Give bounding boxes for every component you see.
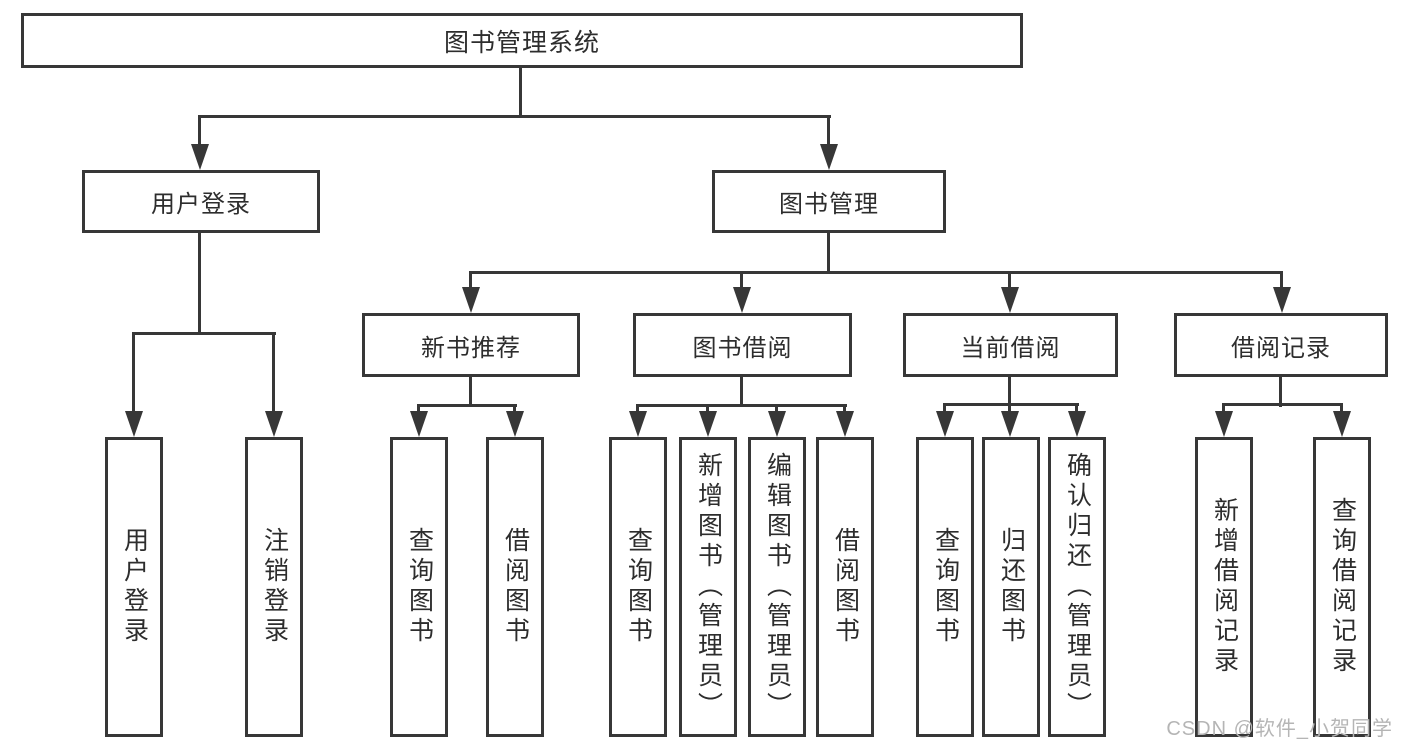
connector-line [740, 271, 743, 289]
watermark: CSDN @软件_小贺同学 [1166, 718, 1393, 740]
connector-line [943, 403, 1079, 406]
leaf-query-books-current: 查询图书 [916, 437, 974, 737]
connector-line [198, 233, 201, 335]
connector-line [1222, 403, 1225, 413]
arrow-down-icon [1215, 411, 1233, 437]
arrow-down-icon [820, 144, 838, 170]
arrow-down-icon [836, 411, 854, 437]
node-book-borrowing: 图书借阅 [633, 313, 852, 377]
arrow-down-icon [1001, 411, 1019, 437]
arrow-down-icon [1273, 287, 1291, 313]
leaf-add-borrow-record: 新增借阅记录 [1195, 437, 1253, 737]
leaf-query-books-recommend-label: 查询图书 [405, 527, 434, 647]
leaf-logout: 注销登录 [245, 437, 303, 737]
node-new-book-recommend-label: 新书推荐 [421, 334, 521, 362]
node-new-book-recommend: 新书推荐 [362, 313, 580, 377]
connector-line [827, 233, 830, 274]
connector-line [1340, 403, 1343, 413]
connector-line [417, 404, 420, 414]
leaf-query-books-current-label: 查询图书 [931, 527, 960, 647]
arrow-down-icon [768, 411, 786, 437]
connector-line [1008, 377, 1011, 407]
connector-line [1279, 377, 1282, 407]
node-root-label: 图书管理系统 [443, 28, 600, 57]
connector-line [519, 68, 522, 115]
leaf-borrow-books-recommend-label: 借阅图书 [501, 527, 530, 647]
node-current-borrowing-label: 当前借阅 [960, 334, 1061, 362]
connector-line [1222, 403, 1343, 406]
leaf-borrow-books-recommend: 借阅图书 [486, 437, 544, 737]
connector-line [1008, 403, 1011, 413]
leaf-query-books-recommend: 查询图书 [390, 437, 448, 737]
arrow-down-icon [629, 411, 647, 437]
node-user-login-label: 用户登录 [151, 191, 251, 218]
leaf-query-books-borrowing-label: 查询图书 [624, 527, 653, 647]
connector-line [775, 404, 778, 414]
leaf-logout-label: 注销登录 [260, 527, 289, 647]
arrow-down-icon [699, 411, 717, 437]
connector-line [740, 377, 743, 407]
node-root: 图书管理系统 [21, 13, 1023, 68]
connector-line [132, 332, 135, 413]
connector-line [469, 271, 1283, 274]
node-book-management-label: 图书管理 [779, 191, 879, 218]
connector-line [469, 377, 472, 407]
arrow-down-icon [125, 411, 143, 437]
connector-line [417, 404, 517, 407]
arrow-down-icon [462, 287, 480, 313]
arrow-down-icon [410, 411, 428, 437]
connector-line [1008, 271, 1011, 289]
arrow-down-icon [265, 411, 283, 437]
leaf-user-login-label: 用户登录 [120, 527, 149, 647]
connector-line [706, 404, 709, 414]
arrow-down-icon [1068, 411, 1086, 437]
connector-line [843, 404, 846, 414]
node-borrow-records-label: 借阅记录 [1231, 334, 1331, 362]
connector-line [272, 332, 275, 413]
node-book-borrowing-label: 图书借阅 [692, 334, 793, 362]
node-book-management: 图书管理 [712, 170, 946, 233]
arrow-down-icon [1001, 287, 1019, 313]
arrow-down-icon [936, 411, 954, 437]
node-current-borrowing: 当前借阅 [903, 313, 1118, 377]
connector-line [636, 404, 847, 407]
leaf-edit-books-admin-label: 编辑图书（管理员） [763, 452, 792, 722]
leaf-borrow-books-borrowing-label: 借阅图书 [831, 527, 860, 647]
arrow-down-icon [191, 144, 209, 170]
leaf-query-borrow-record-label: 查询借阅记录 [1328, 497, 1357, 677]
leaf-edit-books-admin: 编辑图书（管理员） [748, 437, 806, 737]
leaf-add-borrow-record-label: 新增借阅记录 [1210, 497, 1239, 677]
leaf-borrow-books-borrowing: 借阅图书 [816, 437, 874, 737]
leaf-return-books-label: 归还图书 [997, 527, 1026, 647]
connector-line [198, 115, 201, 146]
leaf-add-books-admin-label: 新增图书（管理员） [694, 452, 723, 722]
connector-line [132, 332, 276, 335]
leaf-confirm-return-admin: 确认归还（管理员） [1048, 437, 1106, 737]
connector-line [198, 115, 831, 118]
leaf-return-books: 归还图书 [982, 437, 1040, 737]
connector-line [1075, 403, 1078, 413]
connector-line [943, 403, 946, 413]
leaf-confirm-return-admin-label: 确认归还（管理员） [1063, 452, 1092, 722]
connector-line [636, 404, 639, 414]
connector-line [469, 271, 472, 289]
leaf-user-login: 用户登录 [105, 437, 163, 737]
connector-line [513, 404, 516, 414]
leaf-add-books-admin: 新增图书（管理员） [679, 437, 737, 737]
connector-line [1280, 271, 1283, 289]
connector-line [827, 115, 830, 146]
arrow-down-icon [506, 411, 524, 437]
leaf-query-books-borrowing: 查询图书 [609, 437, 667, 737]
arrow-down-icon [1333, 411, 1351, 437]
node-user-login: 用户登录 [82, 170, 320, 233]
arrow-down-icon [733, 287, 751, 313]
leaf-query-borrow-record: 查询借阅记录 [1313, 437, 1371, 737]
node-borrow-records: 借阅记录 [1174, 313, 1388, 377]
